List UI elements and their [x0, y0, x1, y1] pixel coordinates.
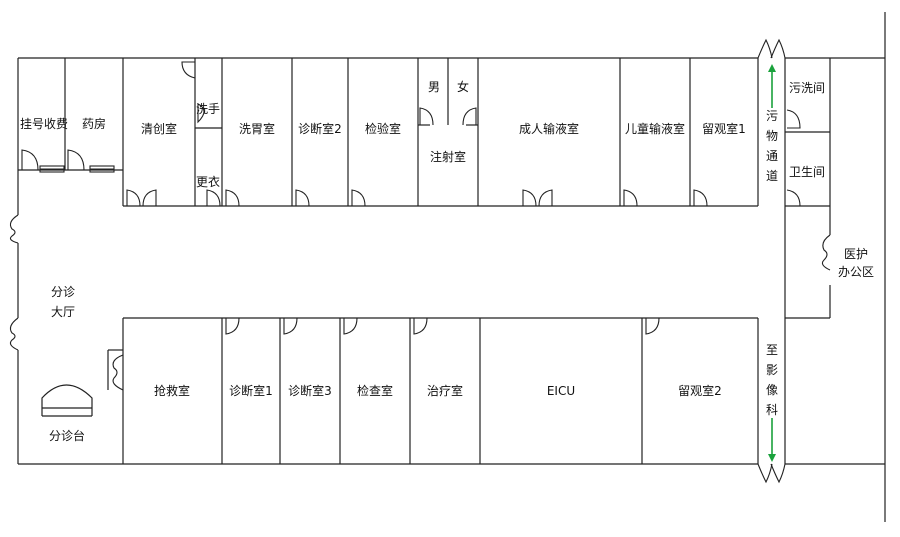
door-registration [21, 149, 39, 171]
label-medical-office-2: 办公区 [838, 264, 874, 279]
entrance-door-upper [9, 214, 19, 244]
label-debridement: 清创室 [141, 121, 177, 136]
label-to-imaging-1: 至 [766, 343, 778, 357]
label-observation-1: 留观室1 [702, 121, 746, 136]
label-triage-desk: 分诊台 [49, 428, 85, 443]
label-medical-office-1: 医护 [844, 247, 868, 261]
label-dirty-passage-1: 污 [766, 109, 778, 123]
label-adult-infusion: 成人输液室 [519, 121, 579, 136]
label-rescue: 抢救室 [154, 383, 190, 398]
entrance-door-lower [9, 317, 19, 351]
label-diagnosis-2: 诊断室2 [298, 121, 342, 136]
label-examination: 检查室 [357, 383, 393, 398]
label-dirty-passage-2: 物 [766, 129, 778, 143]
label-eicu: EICU [547, 384, 575, 398]
triage-desk [41, 384, 93, 417]
label-changing: 更衣 [196, 174, 220, 189]
label-to-imaging-4: 科 [766, 403, 778, 417]
label-handwash: 洗手 [196, 102, 220, 116]
label-pharmacy: 药房 [82, 116, 106, 131]
label-treatment: 治疗室 [427, 383, 463, 398]
label-toilet: 卫生间 [789, 165, 825, 179]
label-diagnosis-3: 诊断室3 [288, 383, 332, 398]
label-observation-2: 留观室2 [678, 383, 722, 398]
label-lab: 检验室 [365, 121, 401, 136]
label-to-imaging-2: 影 [766, 363, 778, 377]
label-child-infusion: 儿童输液室 [625, 121, 685, 136]
label-female: 女 [457, 79, 469, 94]
label-dirty-wash: 污洗间 [789, 81, 825, 95]
walls [17, 12, 886, 522]
label-triage-hall-2: 大厅 [51, 305, 75, 319]
label-dirty-passage-3: 通 [766, 149, 778, 163]
direction-arrows [768, 64, 776, 462]
doors [9, 38, 831, 484]
label-dirty-passage-4: 道 [766, 169, 778, 183]
label-to-imaging-3: 像 [766, 383, 778, 397]
label-gastric-lavage: 洗胃室 [239, 121, 275, 136]
door-pharmacy [67, 149, 85, 171]
label-triage-hall-1: 分诊 [51, 285, 75, 299]
label-male: 男 [428, 80, 440, 94]
label-diagnosis-1: 诊断室1 [229, 383, 273, 398]
label-injection: 注射室 [430, 149, 466, 164]
label-registration: 挂号收费 [20, 117, 68, 131]
